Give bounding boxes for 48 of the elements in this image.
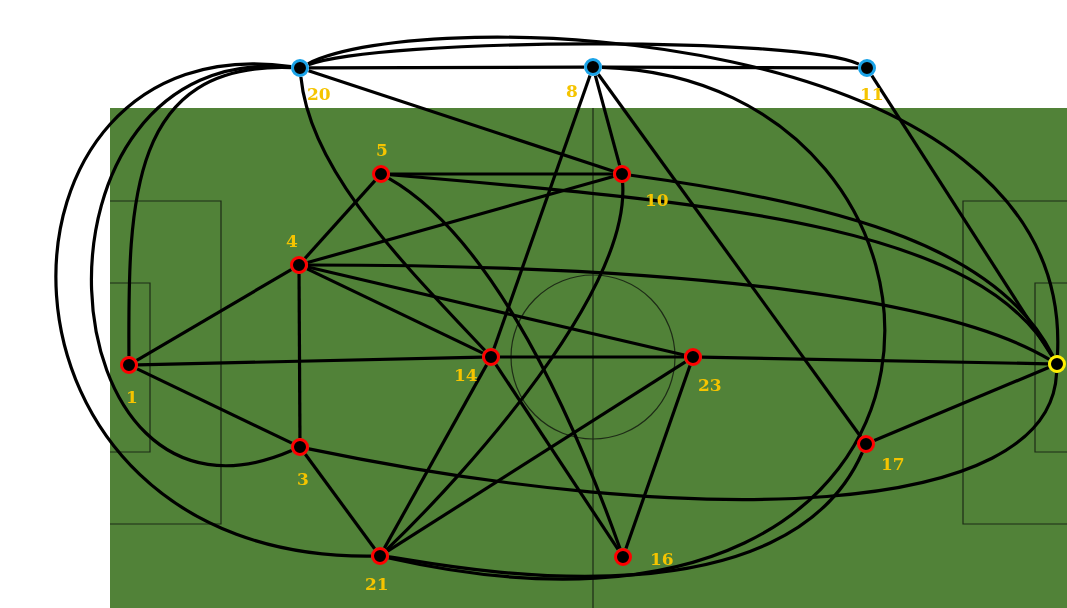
connection-line [307, 265, 685, 357]
player-number: 5 [376, 141, 388, 159]
connection-line [137, 355, 483, 367]
connection-line [701, 355, 1049, 366]
connection-line [593, 75, 622, 166]
connection-line [306, 267, 484, 355]
connection-line [135, 268, 293, 362]
connection-line [624, 364, 692, 550]
connection-line [500, 355, 684, 359]
player-number: 20 [307, 85, 331, 103]
connection-line [304, 453, 376, 550]
player-number: 16 [650, 550, 674, 568]
player-number: 4 [286, 232, 298, 250]
connection-line [55, 65, 372, 558]
connection-line [309, 65, 584, 70]
player-number: 11 [860, 85, 884, 103]
connection-line [873, 366, 1050, 442]
player-number: 1 [126, 388, 138, 406]
connection-line [136, 367, 293, 445]
connection-line [127, 66, 292, 356]
player-number: 23 [698, 376, 722, 394]
connection-line [303, 179, 377, 260]
player-number: 3 [297, 470, 309, 488]
player-number: 21 [365, 575, 389, 593]
connection-line [630, 173, 1055, 357]
connection-line [388, 65, 885, 580]
connection-line [308, 42, 860, 67]
connection-line [388, 451, 864, 578]
connection-line [308, 372, 1059, 502]
connection-line [597, 73, 862, 438]
connection-line [602, 65, 858, 70]
connection-line [307, 174, 614, 265]
connection-line [307, 35, 1060, 356]
connection-line [389, 173, 1054, 358]
connection-line [492, 74, 592, 350]
player-number: 8 [566, 82, 578, 100]
connection-line [386, 360, 687, 553]
player-number: 14 [454, 366, 478, 384]
connection-line [390, 172, 613, 176]
connection-line [383, 364, 488, 549]
connection-line [90, 65, 293, 467]
connection-line [308, 69, 614, 173]
connection-line [299, 76, 486, 352]
connection-line [308, 263, 1050, 361]
connection-line [494, 363, 620, 551]
player-number: 17 [881, 455, 905, 473]
connection-line [870, 74, 1054, 358]
connection-line [297, 274, 302, 438]
